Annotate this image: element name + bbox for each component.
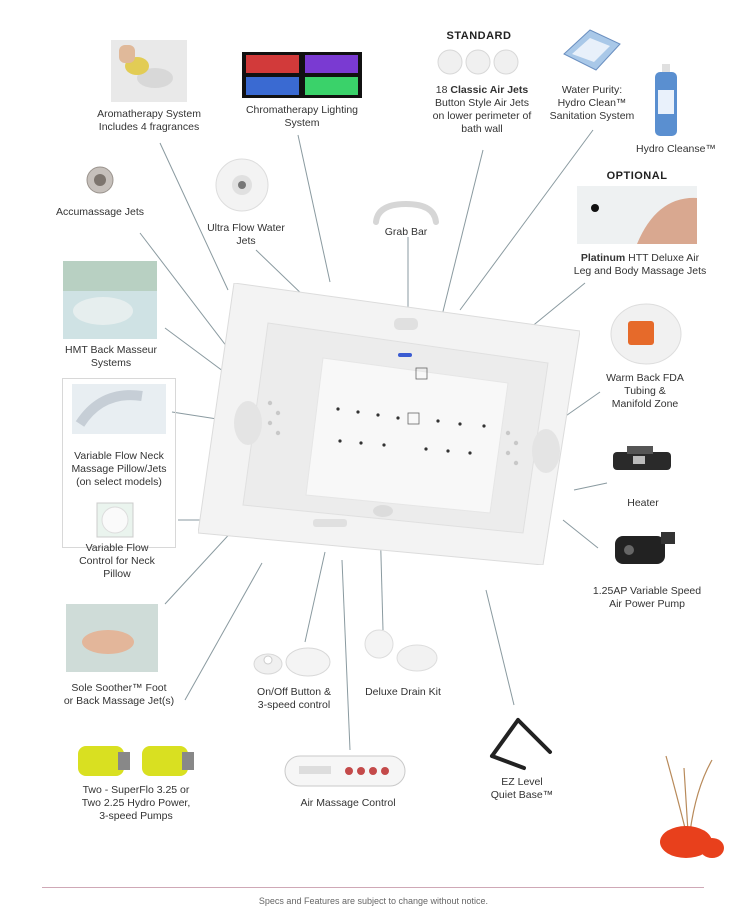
sole-soother-label: Sole Soother™ Foot or Back Massage Jet(s… [63,682,175,707]
grab-bar-image [373,200,439,225]
flow-control-label: Variable Flow Control for Neck Pillow [79,542,155,580]
ultra-flow-label: Ultra Flow Water Jets [207,222,285,247]
platinum-bold: Platinum [580,252,626,264]
classic-prefix: 18 [435,84,451,96]
flow-control-image [96,502,134,538]
warm-back-image [610,303,682,365]
ez-level-base-image [490,718,552,770]
drain-kit-image [364,629,438,672]
hydro-cleanse-image [655,64,677,136]
heater-image [613,446,671,470]
chromatherapy-label: Chromatherapy Lighting System [245,104,359,129]
grab-bar-label: Grab Bar [384,226,428,238]
air-massage-control-image [284,755,406,787]
air-pump-label: 1.25AP Variable Speed Air Power Pump [592,585,702,610]
air-pump-image [615,532,675,564]
platinum-label: Platinum HTT Deluxe Air Leg and Body Mas… [560,252,720,278]
chromatherapy-image [242,52,362,98]
accumassage-label: Accumassage Jets [55,206,145,218]
neck-pillow-label: Variable Flow Neck Massage Pillow/Jets (… [71,450,167,488]
neck-pillow-panel [62,378,176,548]
onoff-label: On/Off Button & 3-speed control [257,686,331,711]
classic-air-jets-image [437,49,519,75]
aromatherapy-label: Aromatherapy System Includes 4 fragrance… [97,108,201,133]
pumps-label: Two - SuperFlo 3.25 or Two 2.25 Hydro Po… [81,784,191,822]
sole-soother-image [66,604,158,672]
footer-rule [42,887,704,888]
hydro-cleanse-label: Hydro Cleanse™ [636,143,716,155]
water-purity-image [563,29,621,71]
footer-disclaimer: Specs and Features are subject to change… [258,896,489,906]
bathtub-image [198,283,580,565]
classic-air-jets-label: 18 Classic Air Jets Button Style Air Jet… [404,84,560,136]
air-massage-control-label: Air Massage Control [300,797,396,809]
decorative-vase-image [660,755,724,858]
classic-rest: Button Style Air Jets on lower perimeter… [432,97,532,135]
standard-heading: STANDARD [446,30,512,42]
aromatherapy-image [111,40,187,102]
pumps-image [78,746,194,776]
hmt-back-image [63,261,157,339]
warm-back-label: Warm Back FDA Tubing & Manifold Zone [606,372,684,410]
drain-kit-label: Deluxe Drain Kit [365,686,441,698]
heater-label: Heater [627,497,659,509]
ez-level-label: EZ Level Quiet Base™ [490,776,554,801]
optional-heading: OPTIONAL [606,170,668,182]
water-purity-label: Water Purity: Hydro Clean™ Sanitation Sy… [549,84,635,122]
ultra-flow-jet-image [215,158,269,212]
neck-pillow-image [72,384,166,434]
platinum-jets-image [577,186,697,244]
platinum-rest: HTT Deluxe Air Leg and Body Massage Jets [573,252,707,277]
classic-bold: Classic Air Jets [450,84,529,96]
hmt-back-label: HMT Back Masseur Systems [65,344,157,369]
accumassage-jet-image [86,166,114,194]
onoff-button-image [253,647,331,677]
